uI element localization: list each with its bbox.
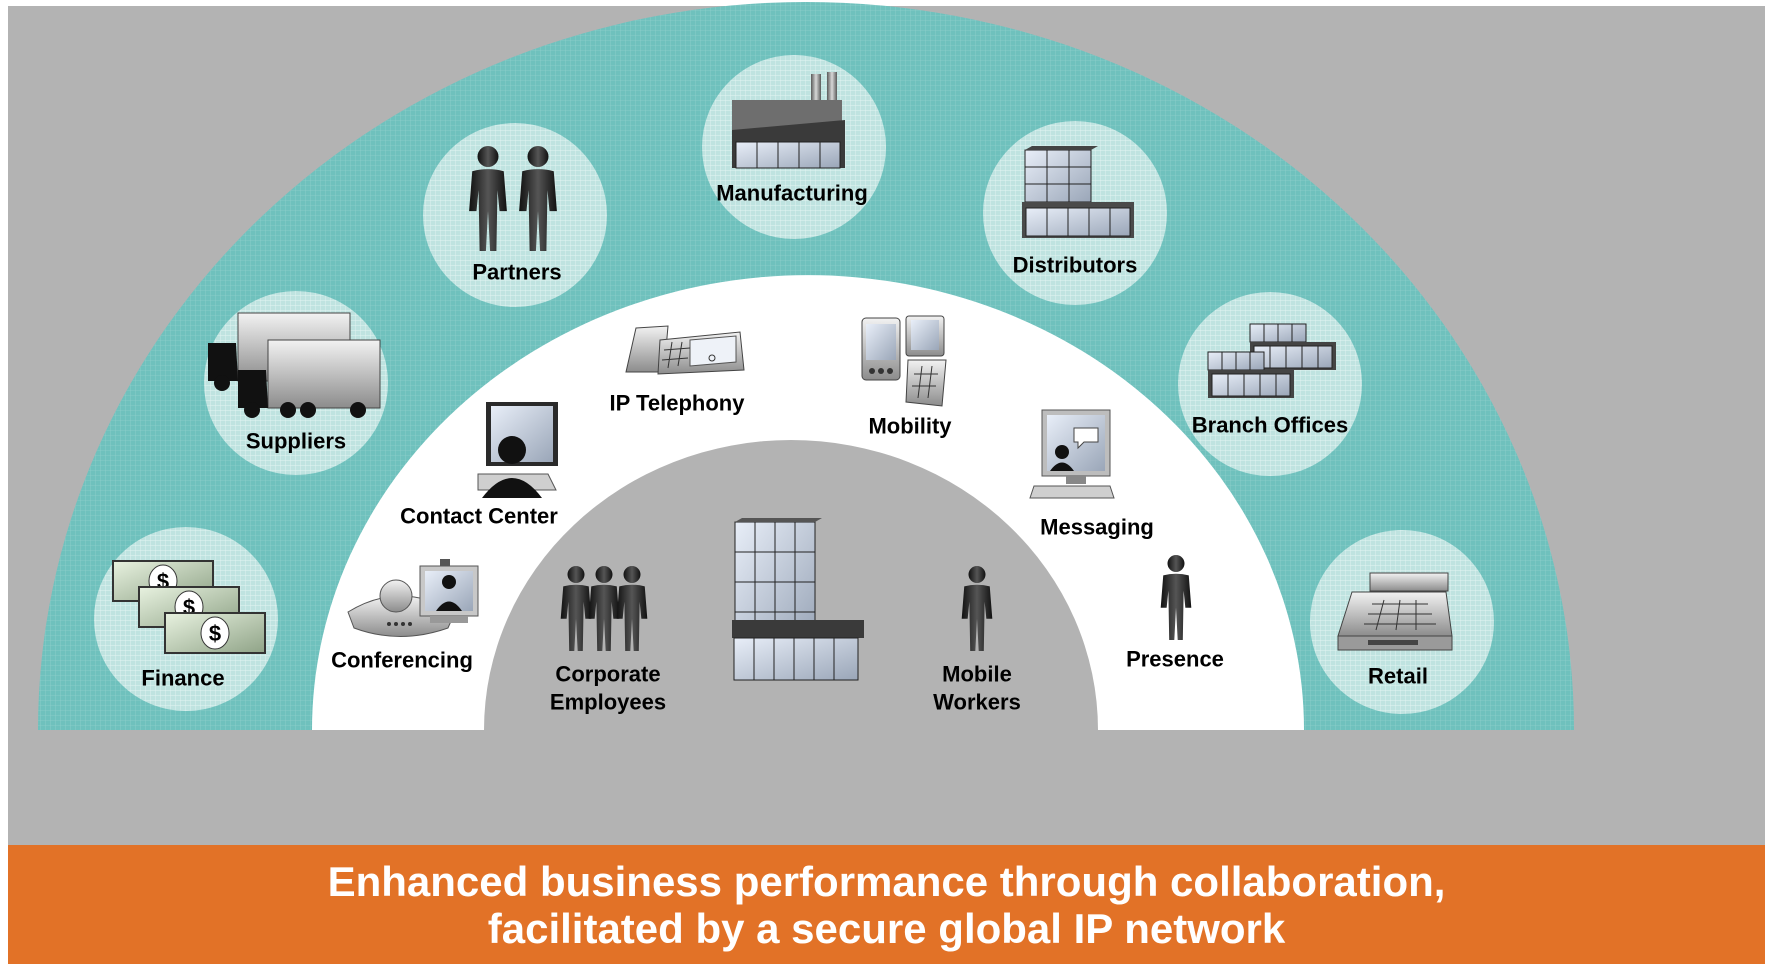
finance-label: Finance xyxy=(141,665,225,691)
manufacturing-label: Manufacturing xyxy=(716,180,868,206)
distributors-label: Distributors xyxy=(1012,252,1138,278)
cash-register-icon xyxy=(1337,572,1453,651)
corporate-employees-line1: Corporate xyxy=(555,661,661,687)
trucks-icon xyxy=(208,312,381,418)
mobile-devices-icon xyxy=(861,315,947,407)
partners-circle xyxy=(423,123,607,307)
ip-phone-icon xyxy=(625,325,745,375)
contact-center-label: Contact Center xyxy=(400,503,558,529)
ip-telephony-label: IP Telephony xyxy=(609,390,745,416)
factory-icon xyxy=(732,72,845,169)
branch-offices-label: Branch Offices xyxy=(1191,412,1349,438)
agent-computer-icon xyxy=(477,402,558,498)
corporate-employees-label: Corporate Employees xyxy=(550,661,666,716)
messaging-label: Messaging xyxy=(1040,514,1154,540)
conferencing-label: Conferencing xyxy=(331,647,473,673)
tagline-banner: Enhanced business performance through co… xyxy=(8,845,1765,964)
mobile-workers-label: Mobile Workers xyxy=(933,661,1021,716)
office-building-icon xyxy=(732,518,864,681)
branch-buildings-icon xyxy=(1207,323,1336,398)
conference-phone-icon xyxy=(347,559,479,637)
svg-text:$: $ xyxy=(209,621,221,646)
money-stack-icon: $ $ $ xyxy=(112,560,266,654)
partners-label: Partners xyxy=(472,259,562,285)
mobile-workers-line2: Workers xyxy=(933,689,1021,714)
mobility-label: Mobility xyxy=(868,413,952,439)
mobile-workers-line1: Mobile xyxy=(942,661,1012,687)
tagline-line1: Enhanced business performance through co… xyxy=(327,857,1446,905)
corporate-employees-line2: Employees xyxy=(549,689,667,714)
tagline-line2: facilitated by a secure global IP networ… xyxy=(487,904,1286,952)
messaging-monitor-icon xyxy=(1029,409,1115,499)
presence-label: Presence xyxy=(1126,646,1224,672)
suppliers-label: Suppliers xyxy=(245,428,347,454)
warehouse-icon xyxy=(1022,146,1134,238)
retail-label: Retail xyxy=(1368,663,1428,689)
